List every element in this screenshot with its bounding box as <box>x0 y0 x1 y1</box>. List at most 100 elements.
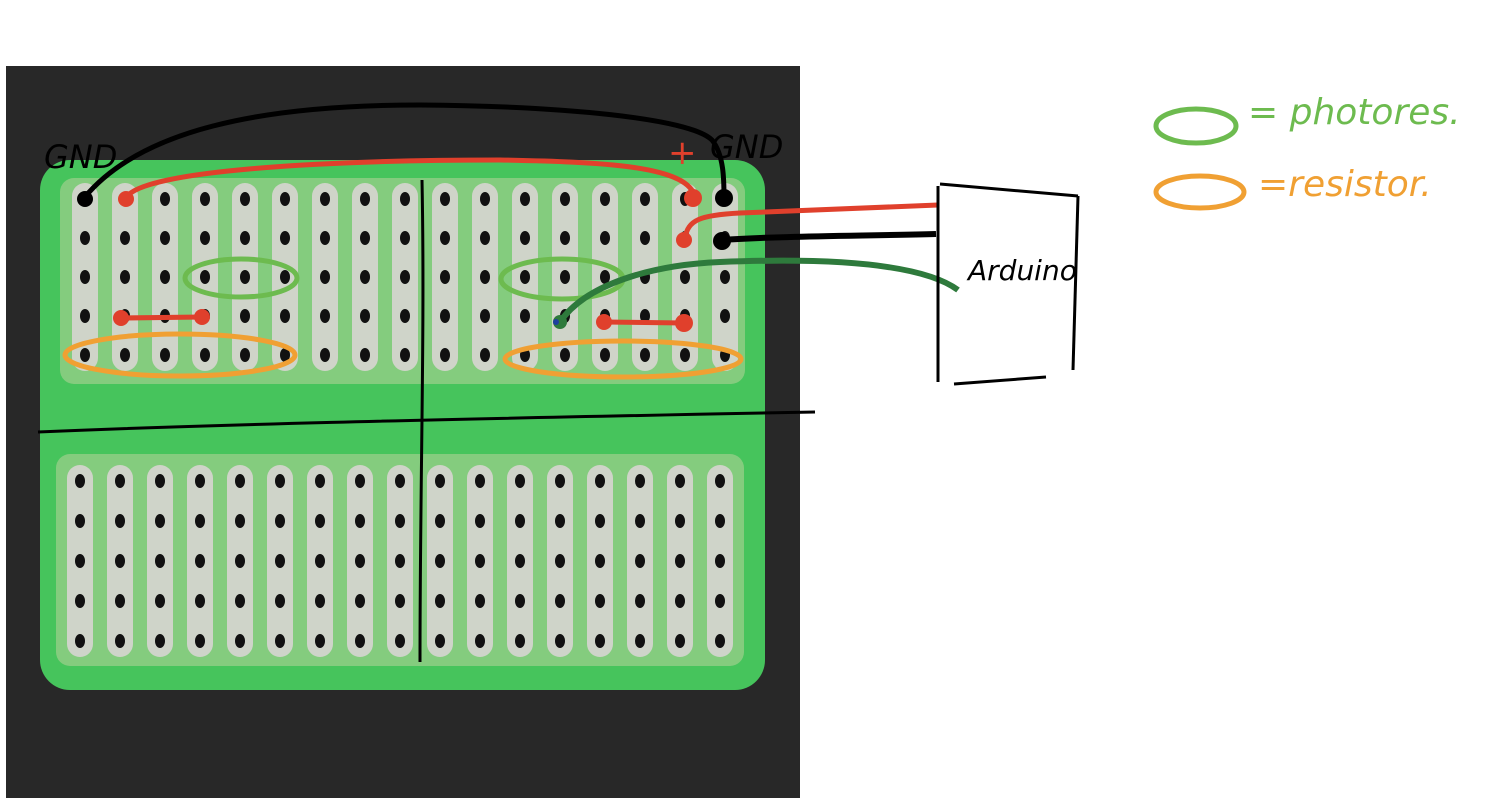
board-hole <box>320 231 330 245</box>
board-hole <box>155 514 165 528</box>
board-hole <box>560 270 570 284</box>
board-hole <box>720 309 730 323</box>
black-dot <box>715 189 733 207</box>
board-hole <box>115 554 125 568</box>
board-hole <box>400 348 410 362</box>
board-hole <box>75 474 85 488</box>
resistor-outline-right <box>502 338 744 380</box>
board-hole <box>360 231 370 245</box>
board-hole <box>200 192 210 206</box>
board-hole <box>555 474 565 488</box>
board-hole <box>360 192 370 206</box>
board-hole <box>155 634 165 648</box>
board-hole <box>680 348 690 362</box>
board-hole <box>515 634 525 648</box>
board-hole <box>240 309 250 323</box>
board-hole <box>600 231 610 245</box>
board-hole <box>675 514 685 528</box>
board-hole <box>395 554 405 568</box>
board-hole <box>595 514 605 528</box>
board-hole <box>475 594 485 608</box>
board-hole <box>395 594 405 608</box>
red-dot <box>194 309 210 325</box>
legend: = photores. =resistor. <box>1153 92 1461 211</box>
board-hole <box>235 594 245 608</box>
board-hole <box>280 270 290 284</box>
board-hole <box>240 192 250 206</box>
divider-horizontal <box>37 410 816 434</box>
board-hole <box>80 348 90 362</box>
board-hole <box>355 594 365 608</box>
board-hole <box>640 192 650 206</box>
board-hole <box>480 231 490 245</box>
board-hole <box>240 348 250 362</box>
board-hole <box>275 634 285 648</box>
legend-resistor-swatch <box>1153 173 1247 211</box>
board-hole <box>115 634 125 648</box>
red-dot <box>596 314 612 330</box>
board-hole <box>80 309 90 323</box>
board-hole <box>515 514 525 528</box>
board-hole <box>600 348 610 362</box>
board-hole <box>555 634 565 648</box>
board-hole <box>520 270 530 284</box>
board-hole <box>355 554 365 568</box>
board-hole <box>320 192 330 206</box>
board-hole <box>435 554 445 568</box>
board-hole <box>195 474 205 488</box>
red-jumper-left <box>121 314 203 321</box>
board-hole <box>120 348 130 362</box>
red-dot <box>113 310 129 326</box>
board-hole <box>480 309 490 323</box>
black-dot <box>713 232 731 250</box>
legend-photoresistor-label: = photores. <box>1248 92 1461 133</box>
board-hole <box>480 348 490 362</box>
board-hole <box>160 192 170 206</box>
board-hole <box>720 270 730 284</box>
board-hole <box>635 634 645 648</box>
board-hole <box>475 514 485 528</box>
board-hole <box>400 192 410 206</box>
board-hole <box>320 309 330 323</box>
red-dot <box>118 191 134 207</box>
red-dot <box>684 189 702 207</box>
board-hole <box>435 474 445 488</box>
board-hole <box>115 594 125 608</box>
board-hole <box>235 634 245 648</box>
board-hole <box>715 554 725 568</box>
board-hole <box>75 594 85 608</box>
legend-resistor-label: =resistor. <box>1258 164 1432 205</box>
board-hole <box>635 514 645 528</box>
board-hole <box>475 634 485 648</box>
board-hole <box>315 594 325 608</box>
board-hole <box>155 474 165 488</box>
board-hole <box>400 270 410 284</box>
board-hole <box>80 270 90 284</box>
board-hole <box>75 514 85 528</box>
board-hole <box>515 554 525 568</box>
board-hole <box>440 231 450 245</box>
red-dot <box>676 232 692 248</box>
board-hole <box>715 514 725 528</box>
board-hole <box>115 514 125 528</box>
board-hole <box>440 348 450 362</box>
board-hole <box>715 474 725 488</box>
board-hole <box>715 634 725 648</box>
board-hole <box>555 554 565 568</box>
board-hole <box>395 634 405 648</box>
board-hole <box>515 594 525 608</box>
board-hole <box>640 348 650 362</box>
board-hole <box>195 554 205 568</box>
board-hole <box>315 554 325 568</box>
board-hole <box>520 192 530 206</box>
board-hole <box>235 474 245 488</box>
board-hole <box>600 192 610 206</box>
board-hole <box>360 348 370 362</box>
board-hole <box>120 270 130 284</box>
legend-photoresistor-swatch <box>1153 106 1239 146</box>
board-hole <box>560 192 570 206</box>
board-hole <box>195 594 205 608</box>
black-wire-to-arduino <box>721 231 937 243</box>
board-hole <box>280 231 290 245</box>
board-hole <box>280 348 290 362</box>
